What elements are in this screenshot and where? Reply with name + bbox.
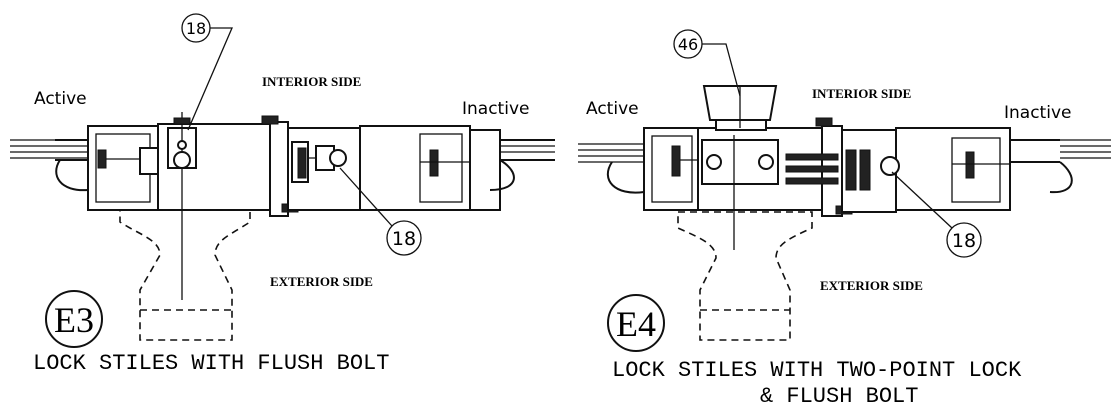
callout-18-e4-label: 18	[952, 230, 976, 252]
inactive-stile-profile-e4	[951, 137, 1111, 203]
callout-18-bottom: 18	[339, 167, 422, 256]
callout-18-bottom-label: 18	[392, 228, 416, 250]
label-inactive-left: Inactive	[462, 99, 529, 119]
active-stile-profile	[55, 125, 159, 211]
caption-e4-line1: LOCK STILES WITH TWO-POINT LOCK	[612, 358, 1022, 383]
thumbturn-46	[702, 85, 778, 131]
two-point-lock-bolts	[785, 149, 900, 191]
label-exterior-side-right: EXTERIOR SIDE	[820, 278, 923, 293]
detail-e3: 18 18 Active Inactive INTERIOR SIDE EXTE…	[10, 13, 555, 376]
active-stile-profile-e4	[606, 127, 720, 211]
pull-handle-dashed	[119, 209, 251, 341]
label-inactive-right: Inactive	[1004, 103, 1071, 123]
badge-e3: E3	[45, 290, 103, 348]
label-active-left: Active	[34, 89, 87, 109]
glass-rail-left	[10, 139, 90, 159]
label-exterior-side-left: EXTERIOR SIDE	[270, 274, 373, 289]
label-active-right: Active	[586, 99, 639, 119]
strike-assembly	[291, 141, 347, 183]
callout-46: 46	[673, 29, 741, 97]
badge-e4: E4	[607, 294, 665, 352]
badge-e4-label: E4	[616, 304, 656, 344]
door-body	[157, 115, 471, 217]
label-interior-side-right: INTERIOR SIDE	[812, 86, 911, 101]
callout-46-label: 46	[678, 35, 698, 54]
caption-e3: LOCK STILES WITH FLUSH BOLT	[33, 351, 389, 376]
caption-e4-line2: & FLUSH BOLT	[760, 384, 918, 409]
inactive-stile-profile	[419, 129, 555, 211]
callout-18-e4: 18	[891, 171, 982, 258]
badge-e3-label: E3	[54, 300, 94, 340]
callout-18-top: 18	[181, 13, 233, 131]
detail-e4: 46 18 Active Inactive INTERIOR SIDE EXTE…	[578, 29, 1111, 409]
label-interior-side-left: INTERIOR SIDE	[262, 74, 361, 89]
callout-18-top-label: 18	[186, 19, 206, 38]
glass-rail-right-left	[578, 143, 646, 163]
flush-bolt-assembly	[167, 112, 197, 300]
pull-handle-dashed-e4	[677, 211, 813, 341]
